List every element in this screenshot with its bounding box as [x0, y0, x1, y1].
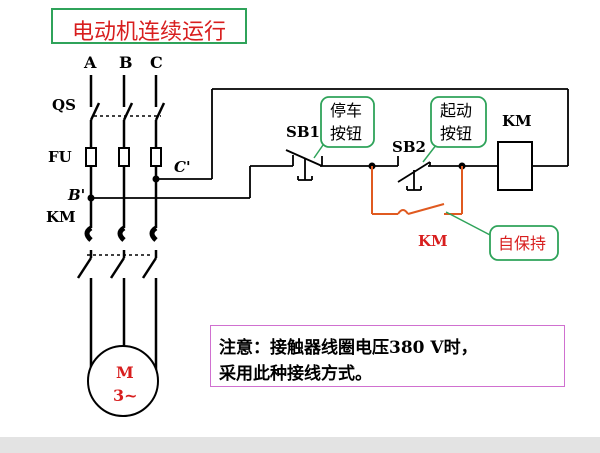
self-hold-callout: 自保持 [445, 211, 559, 261]
stop-callout-line1: 停车 [330, 101, 362, 120]
diagram-title: 电动机连续运行 [71, 20, 226, 45]
c-prime-label: C' [174, 158, 191, 176]
motor-phase-label: 3~ [113, 386, 138, 405]
km-aux-label: KM [418, 232, 448, 250]
motor-label: M [116, 363, 134, 382]
km-coil-label: KM [502, 112, 532, 130]
title-box: 电动机连续运行 [51, 8, 247, 45]
km-main-label: KM [46, 208, 76, 226]
start-button-callout: 起动 按钮 [422, 96, 487, 163]
stop-button-callout: 停车 按钮 [313, 96, 375, 159]
control-wiring [91, 88, 569, 199]
self-hold-text: 自保持 [498, 234, 546, 253]
note-line-2: 采用此种接线方式。 [219, 364, 372, 384]
sb1-label: SB1 [286, 123, 320, 141]
b-prime-label: B' [67, 186, 85, 204]
stop-callout-line2: 按钮 [330, 124, 362, 143]
sb1-stop-button [285, 149, 323, 181]
sb2-start-button [397, 156, 431, 191]
note-box: 注意：接触器线圈电压380 V时， 采用此种接线方式。 [210, 325, 565, 387]
km-main-contacts [84, 225, 158, 242]
qs-label: QS [52, 96, 76, 114]
km-main-blades [76, 250, 158, 279]
sb2-label: SB2 [392, 138, 426, 156]
fu-fuses [85, 135, 162, 228]
phase-label-a: A [83, 53, 97, 72]
start-callout-line1: 起动 [440, 101, 472, 120]
motor-symbol [87, 345, 159, 417]
km-coil [497, 141, 533, 191]
qs-switch [89, 75, 166, 135]
fu-label: FU [48, 148, 72, 166]
phase-label-c: C [150, 53, 163, 72]
motor-leads [89, 278, 158, 372]
note-line-1: 注意：接触器线圈电压380 V时， [219, 338, 478, 358]
start-callout-line2: 按钮 [440, 124, 472, 143]
phase-label-b: B [119, 53, 133, 72]
bottom-bar [0, 437, 600, 453]
km-aux-contact [371, 166, 463, 215]
